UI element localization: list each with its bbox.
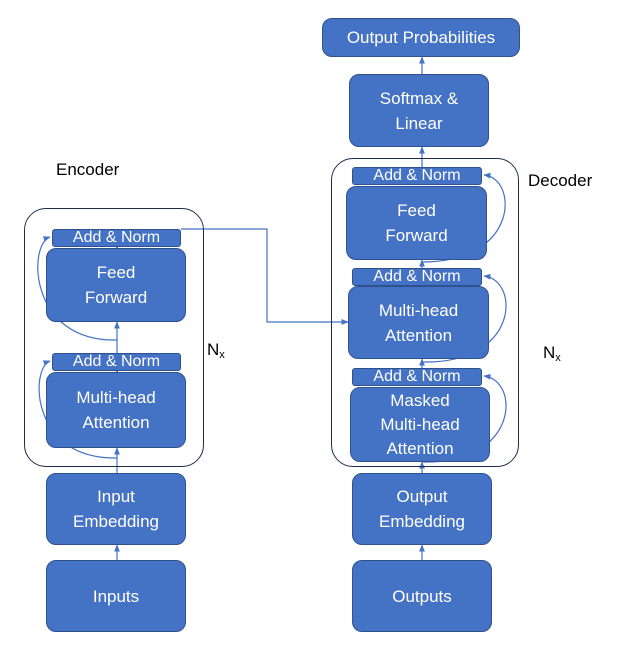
residual-decoder-attention — [421, 273, 507, 363]
residual-encoder-feedforward — [37, 236, 118, 341]
encoder-title: Encoder — [56, 160, 120, 179]
decoder-repeat-label: Nx — [543, 343, 561, 364]
encoder-add-norm-bottom: Add & Norm — [52, 353, 181, 371]
decoder-add-norm-top: Add & Norm — [352, 167, 482, 185]
decoder-masked-multi-head-attention: Masked Multi-head Attention — [350, 387, 490, 462]
encoder-add-norm-top: Add & Norm — [52, 229, 181, 247]
outputs-block: Outputs — [352, 560, 492, 632]
encoder-feed-forward: Feed Forward — [46, 248, 186, 322]
encoder-frame — [24, 208, 204, 467]
inputs-block: Inputs — [46, 560, 186, 632]
residual-encoder-attention — [38, 360, 118, 459]
input-embedding: Input Embedding — [46, 473, 186, 545]
softmax-linear: Softmax & Linear — [349, 74, 489, 147]
output-embedding: Output Embedding — [352, 473, 492, 545]
arrow-encoder-to-decoder — [181, 228, 349, 325]
decoder-feed-forward: Feed Forward — [346, 186, 487, 260]
decoder-add-norm-bottom: Add & Norm — [352, 368, 482, 386]
decoder-add-norm-middle: Add & Norm — [352, 268, 482, 286]
encoder-repeat-label: Nx — [207, 340, 225, 361]
decoder-frame — [331, 158, 519, 467]
decoder-multi-head-attention: Multi-head Attention — [348, 286, 489, 359]
encoder-multi-head-attention: Multi-head Attention — [46, 372, 186, 448]
decoder-title: Decoder — [528, 171, 593, 190]
output-probabilities: Output Probabilities — [322, 18, 520, 57]
